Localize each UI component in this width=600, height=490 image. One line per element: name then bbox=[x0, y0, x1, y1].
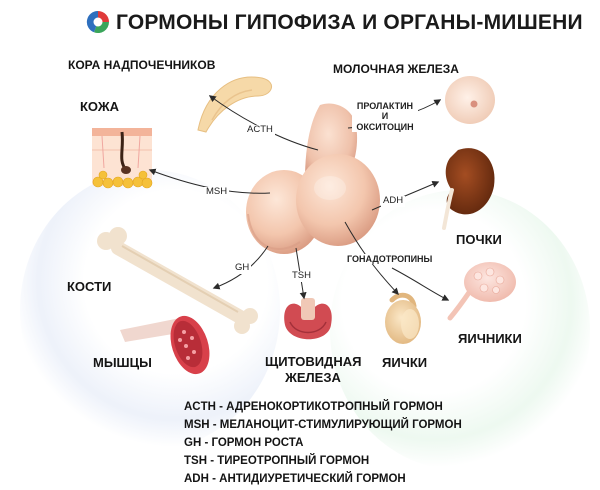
hormone-label-gh: GH bbox=[233, 262, 252, 274]
ovary-illustration bbox=[447, 262, 516, 321]
hormone-label-prolactin-oxytocin: ПРОЛАКТИН И ОКСИТОЦИН bbox=[352, 101, 418, 133]
breast-illustration bbox=[445, 76, 495, 124]
label-thyroid-line2: ЖЕЛЕЗА bbox=[285, 370, 341, 386]
legend-item-adh: ADH - АНТИДИУРЕТИЧЕСКИЙ ГОРМОН bbox=[184, 473, 406, 485]
label-bones: КОСТИ bbox=[67, 279, 112, 294]
arrow-gonadotropins-testis bbox=[344, 221, 399, 296]
legend: ACTH - АДРЕНОКОРТИКОТРОПНЫЙ ГОРМОН MSH -… bbox=[184, 398, 462, 488]
hormone-label-acth: ACTH bbox=[245, 124, 275, 136]
legend-item-msh: MSH - МЕЛАНОЦИТ-СТИМУЛИРУЮЩИЙ ГОРМОН bbox=[184, 419, 462, 431]
hormone-label-msh: MSH bbox=[204, 186, 230, 198]
label-muscles: МЫШЦЫ bbox=[93, 355, 152, 370]
hormone-label-prolactin-line3: ОКСИТОЦИН bbox=[356, 121, 414, 132]
label-kidneys: ПОЧКИ bbox=[456, 232, 502, 247]
hormone-label-prolactin-line2: И bbox=[381, 111, 389, 122]
skin-illustration bbox=[92, 128, 153, 189]
label-skin: КОЖА bbox=[80, 99, 120, 114]
label-testes: ЯИЧКИ bbox=[382, 355, 428, 370]
page-title: ГОРМОНЫ ГИПОФИЗА И ОРГАНЫ-МИШЕНИ bbox=[116, 11, 583, 34]
testis-illustration bbox=[385, 292, 421, 344]
label-adrenal-cortex: КОРА НАДПОЧЕЧНИКОВ bbox=[68, 58, 216, 72]
legend-item-tsh: TSH - ТИРЕОТРОПНЫЙ ГОРМОН bbox=[184, 455, 370, 467]
kidney-illustration bbox=[442, 148, 495, 230]
legend-item-acth: ACTH - АДРЕНОКОРТИКОТРОПНЫЙ ГОРМОН bbox=[184, 401, 443, 413]
label-thyroid: ЩИТОВИДНАЯ ЖЕЛЕЗА bbox=[265, 354, 361, 387]
logo-icon bbox=[86, 10, 110, 34]
adrenal-cortex-illustration bbox=[197, 76, 272, 133]
muscle-illustration bbox=[120, 315, 210, 375]
label-mammary-gland: МОЛОЧНАЯ ЖЕЛЕЗА bbox=[333, 62, 459, 76]
hormone-label-gonadotropins: ГОНАДОТРОПИНЫ bbox=[345, 254, 435, 265]
hormone-label-adh: ADH bbox=[381, 195, 406, 207]
bone-illustration bbox=[97, 227, 258, 334]
label-thyroid-line1: ЩИТОВИДНАЯ bbox=[265, 354, 362, 369]
hormone-label-tsh: TSH bbox=[290, 270, 313, 282]
pituitary-gland bbox=[246, 103, 380, 254]
legend-item-gh: GH - ГОРМОН РОСТА bbox=[184, 437, 304, 449]
thyroid-illustration bbox=[284, 298, 332, 340]
arrow-gonadotropins-ovary bbox=[391, 267, 450, 301]
label-ovaries: ЯИЧНИКИ bbox=[458, 331, 522, 346]
hormone-label-prolactin-line1: ПРОЛАКТИН bbox=[356, 101, 414, 111]
